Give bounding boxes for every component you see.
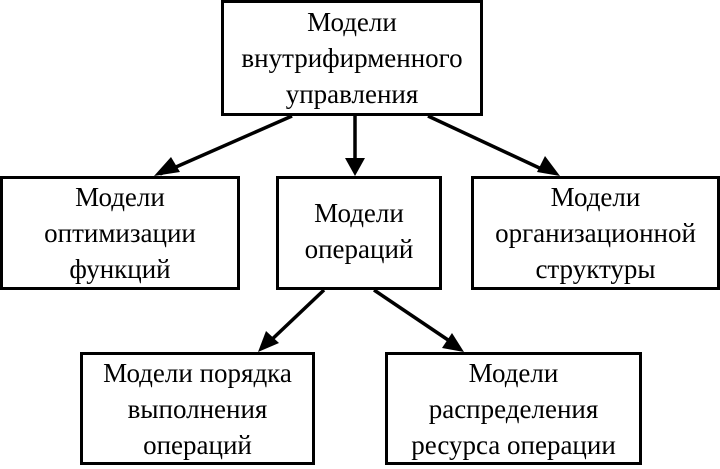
arrow-ops-to-order [264,288,326,347]
node-label-line: оптимизации [44,218,196,248]
arrow-ops-to-res [373,288,455,346]
node-function-optimization-models: Модели оптимизации функций [0,176,240,290]
node-operation-order-models: Модели порядка выполнения операций [80,352,315,465]
node-label-line: распределения [428,393,599,424]
node-label-line: операций [143,429,252,460]
node-label-line: управления [285,79,419,109]
node-label-line: выполнения [127,393,268,424]
node-operations-models: Модели операций [276,176,442,290]
node-label-line: ресурса операции [411,429,616,460]
node-organizational-structure-models: Модели организационной структуры [471,176,720,290]
node-label-line: функций [69,254,171,284]
node-label-line: Модели [307,7,397,37]
node-intrafirm-management-models: Модели внутрифирменного управления [221,0,483,116]
node-label-line: организационной [495,218,696,248]
arrowhead-root-to-ops [345,158,365,176]
node-label-line: Модели [314,198,404,228]
arrow-root-to-func [159,114,293,176]
arrowhead-ops-to-res [442,333,464,352]
node-resource-allocation-models: Модели распределения ресурса операции [385,352,642,465]
node-label-line: Модели [550,182,641,212]
arrowhead-ops-to-order [258,331,279,352]
node-label-line: структуры [535,254,656,284]
node-label-line: Модели [468,357,559,388]
node-label-line: Модели порядка [103,357,292,388]
arrowhead-root-to-func [154,157,180,176]
node-label-line: внутрифирменного [241,43,463,73]
arrowhead-root-to-struct [537,156,560,176]
node-label-line: операций [304,234,414,264]
arrow-root-to-struct [427,114,549,174]
node-label-line: Модели [75,182,165,212]
